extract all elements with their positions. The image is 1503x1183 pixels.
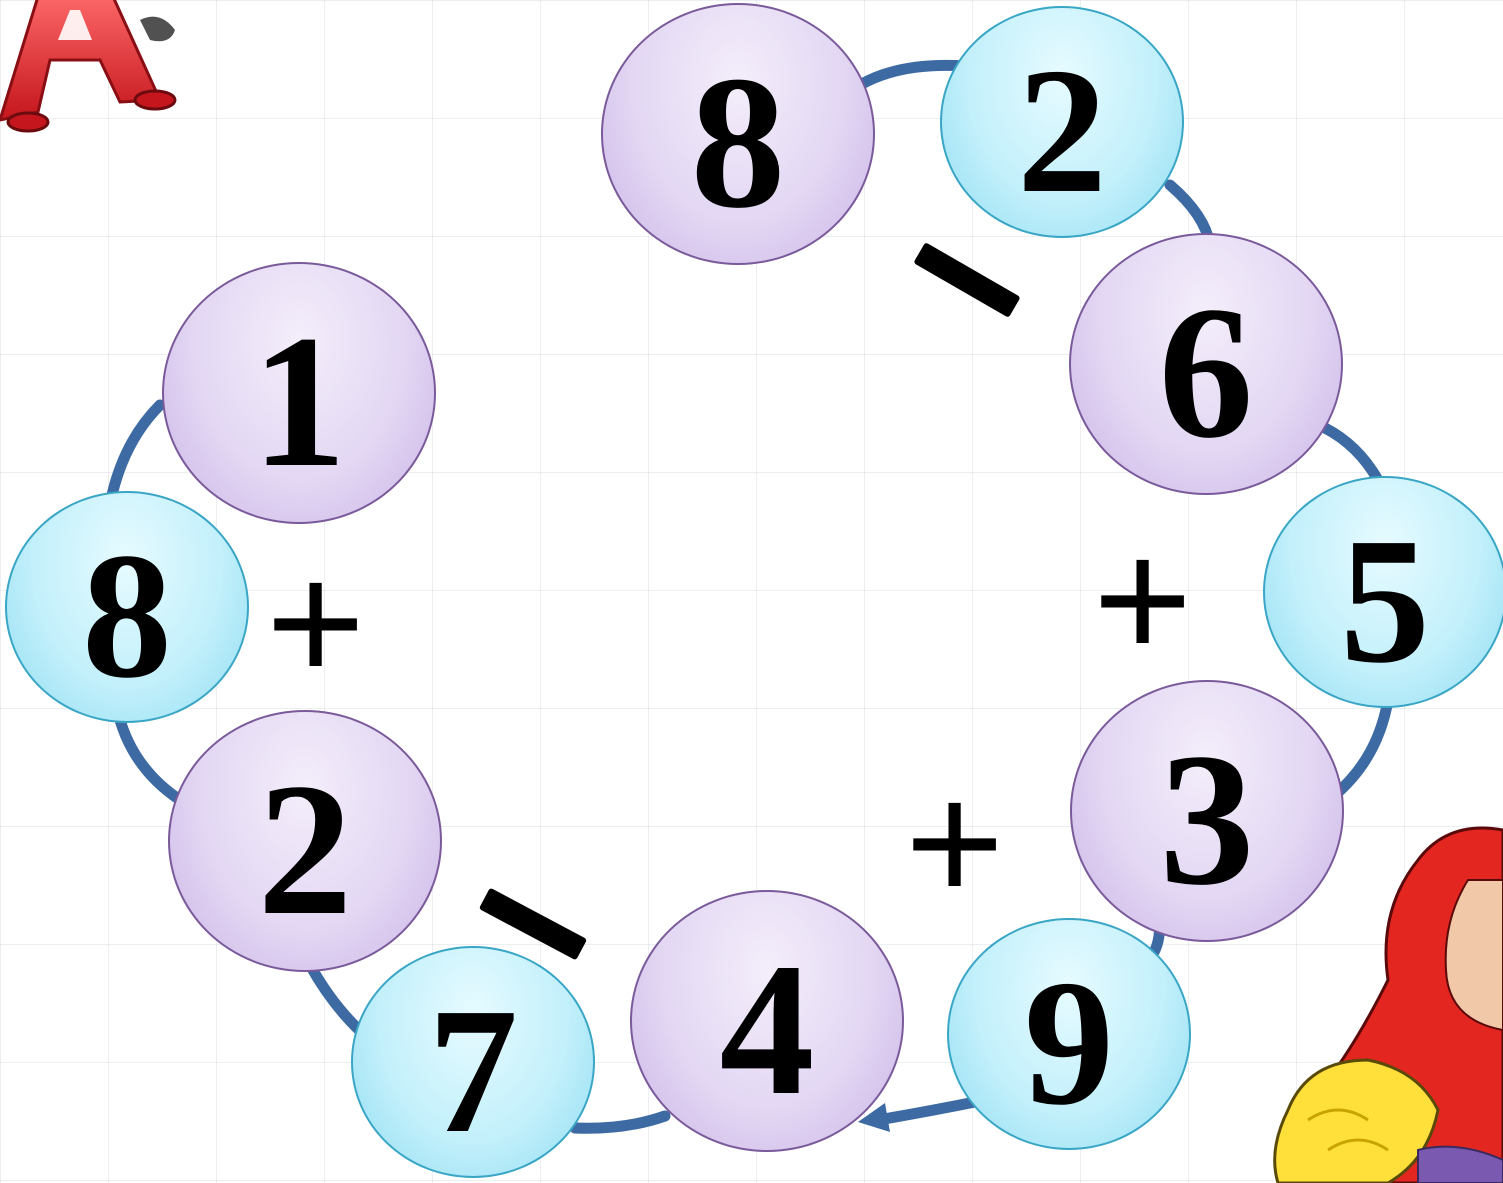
bubble-number: 2 bbox=[1017, 41, 1107, 221]
number-bubble-left-upper: 1 bbox=[162, 262, 436, 524]
bubble-number: 7 bbox=[428, 981, 518, 1161]
ring-arc-right-mid bbox=[1325, 428, 1378, 480]
number-bubble-bottom-mid: 4 bbox=[630, 890, 904, 1152]
number-bubble-left-lower: 2 bbox=[168, 710, 442, 972]
bubble-number: 1 bbox=[252, 307, 347, 497]
bubble-number: 6 bbox=[1159, 278, 1254, 468]
number-bubble-top-left: 8 bbox=[601, 3, 875, 265]
red-letter-a-icon bbox=[0, 0, 190, 140]
number-bubble-right-mid: 5 bbox=[1263, 476, 1503, 708]
plus-sign-right-upper: + bbox=[1093, 515, 1192, 685]
number-bubble-left-mid: 8 bbox=[5, 491, 249, 723]
plus-sign-left: + bbox=[266, 538, 365, 708]
bubble-number: 5 bbox=[1340, 511, 1430, 691]
bubble-number: 8 bbox=[691, 48, 786, 238]
number-bubble-right-upper: 6 bbox=[1069, 233, 1343, 495]
bubble-number: 2 bbox=[258, 755, 353, 945]
ring-arc-left-upper bbox=[112, 405, 160, 495]
ring-arc-bottom bbox=[878, 1102, 975, 1120]
bubble-number: 3 bbox=[1160, 725, 1255, 915]
mermaid-character-icon bbox=[1268, 820, 1503, 1183]
number-bubble-bottom-right: 9 bbox=[947, 918, 1191, 1150]
ring-arc-right-lower bbox=[1335, 700, 1388, 795]
ring-arc-left-mid bbox=[120, 720, 180, 800]
bubble-number: 4 bbox=[720, 935, 815, 1125]
bubble-number: 9 bbox=[1024, 953, 1114, 1133]
number-bubble-bottom-left: 7 bbox=[351, 946, 595, 1178]
plus-sign-right-lower: + bbox=[905, 758, 1004, 928]
bubble-number: 8 bbox=[82, 526, 172, 706]
number-bubble-top-right: 2 bbox=[940, 6, 1184, 238]
ring-arc-bottom-left bbox=[575, 1116, 665, 1128]
